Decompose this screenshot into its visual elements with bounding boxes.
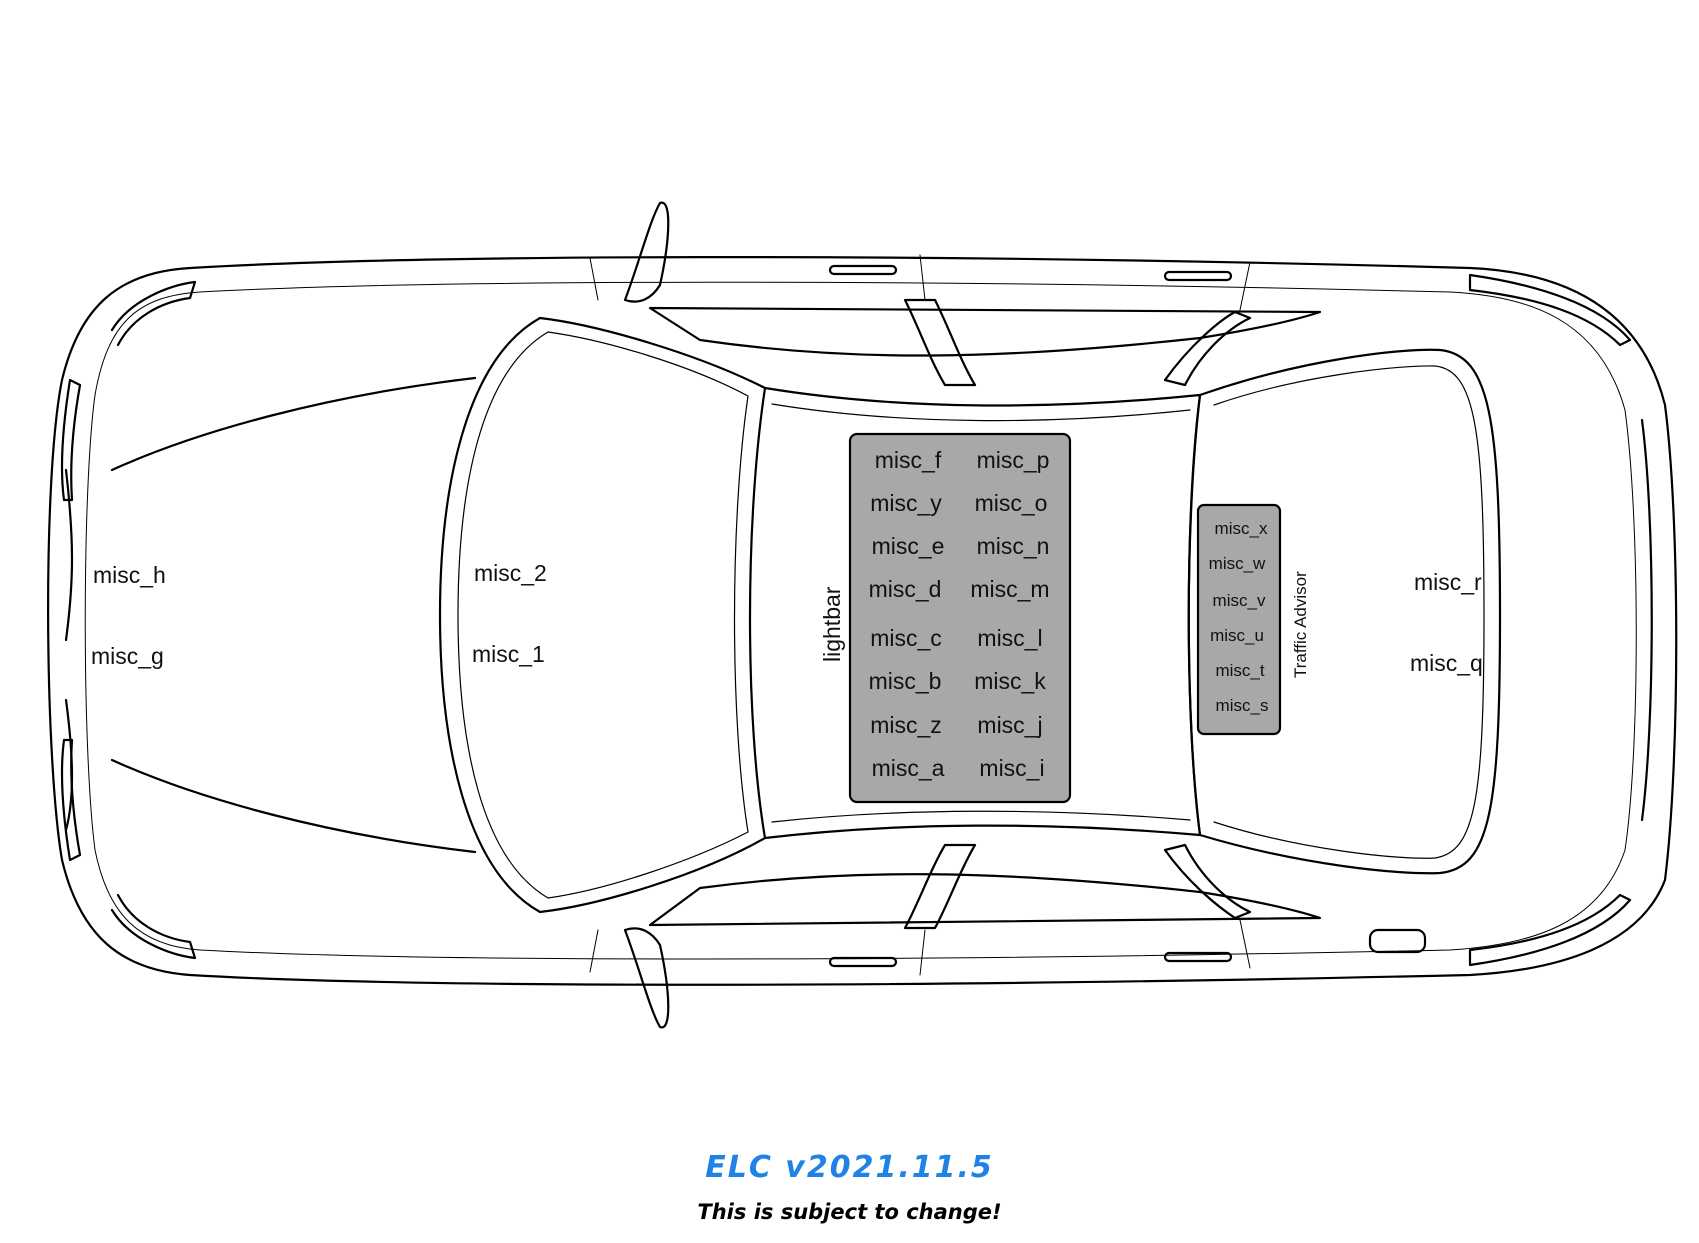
traffic-advisor-cell: misc_s [1216,696,1269,715]
traffic-advisor-cell: misc_u [1210,626,1264,645]
b-pillar-top [905,300,975,385]
side-window-bottom [650,874,1320,925]
lightbar-cell: misc_f [875,447,942,473]
c-pillar-top [1165,312,1250,385]
traffic-advisor-cell: misc_x [1215,519,1268,538]
lightbar-cell: misc_m [970,576,1049,602]
windshield-inner [458,332,748,898]
label-rear-2: misc_q [1410,650,1483,676]
c-pillar-bottom [1165,845,1250,918]
hood-line-top [112,378,475,470]
side-window-top [650,308,1320,356]
traffic-advisor-title: Traffic Advisor [1291,571,1310,678]
lightbar-cell: misc_z [870,712,942,738]
door-seam-1-bottom [590,930,598,972]
label-windshield-2: misc_1 [472,641,545,667]
lightbar-cell: misc_n [977,533,1050,559]
door-handle-rear-top [1165,272,1231,280]
door-seam-1-top [590,258,598,300]
front-light-left [62,380,80,500]
traffic-advisor-cell: misc_w [1209,554,1266,573]
rear-bumper-right [1642,420,1652,820]
door-seam-2-bottom [920,930,925,975]
label-front-hood-2: misc_g [91,643,164,669]
lightbar-cell: misc_j [977,712,1042,738]
lightbar-cell: misc_l [977,625,1042,651]
lightbar-cell: misc_y [870,490,942,516]
door-seam-2-top [920,255,925,300]
mirror-bottom [625,928,668,1027]
traffic-advisor-cell: misc_t [1215,661,1264,680]
front-bumper-lower [112,895,195,958]
version-label: ELC v2021.11.5 [0,1150,1699,1185]
lightbar-cell: misc_a [872,755,945,781]
label-windshield-1: misc_2 [474,560,547,586]
lightbar-cell: misc_e [872,533,945,559]
traffic-advisor-cell: misc_v [1213,591,1266,610]
label-rear-1: misc_r [1414,569,1482,595]
front-grille-right [66,700,72,830]
b-pillar-bottom [905,845,975,928]
lightbar-cell: misc_b [869,668,942,694]
lightbar-cell: misc_p [977,447,1050,473]
door-handle-front-top [830,266,896,274]
label-front-hood-1: misc_h [93,562,166,588]
lightbar-cell: misc_c [870,625,942,651]
lightbar-cell: misc_d [869,576,942,602]
lightbar-cell: misc_k [974,668,1046,694]
mirror-top [625,203,668,302]
front-bumper-upper [112,282,195,345]
door-seam-3-top [1240,262,1250,310]
rear-plate-marker [1370,930,1425,952]
hood-line-bottom [112,760,475,852]
lightbar-title: lightbar [819,586,845,662]
door-handle-front-bottom [830,958,896,966]
lightbar-cell: misc_o [975,490,1048,516]
disclaimer-note: This is subject to change! [0,1200,1699,1224]
door-seam-3-bottom [1240,920,1250,968]
lightbar-cell: misc_i [979,755,1044,781]
